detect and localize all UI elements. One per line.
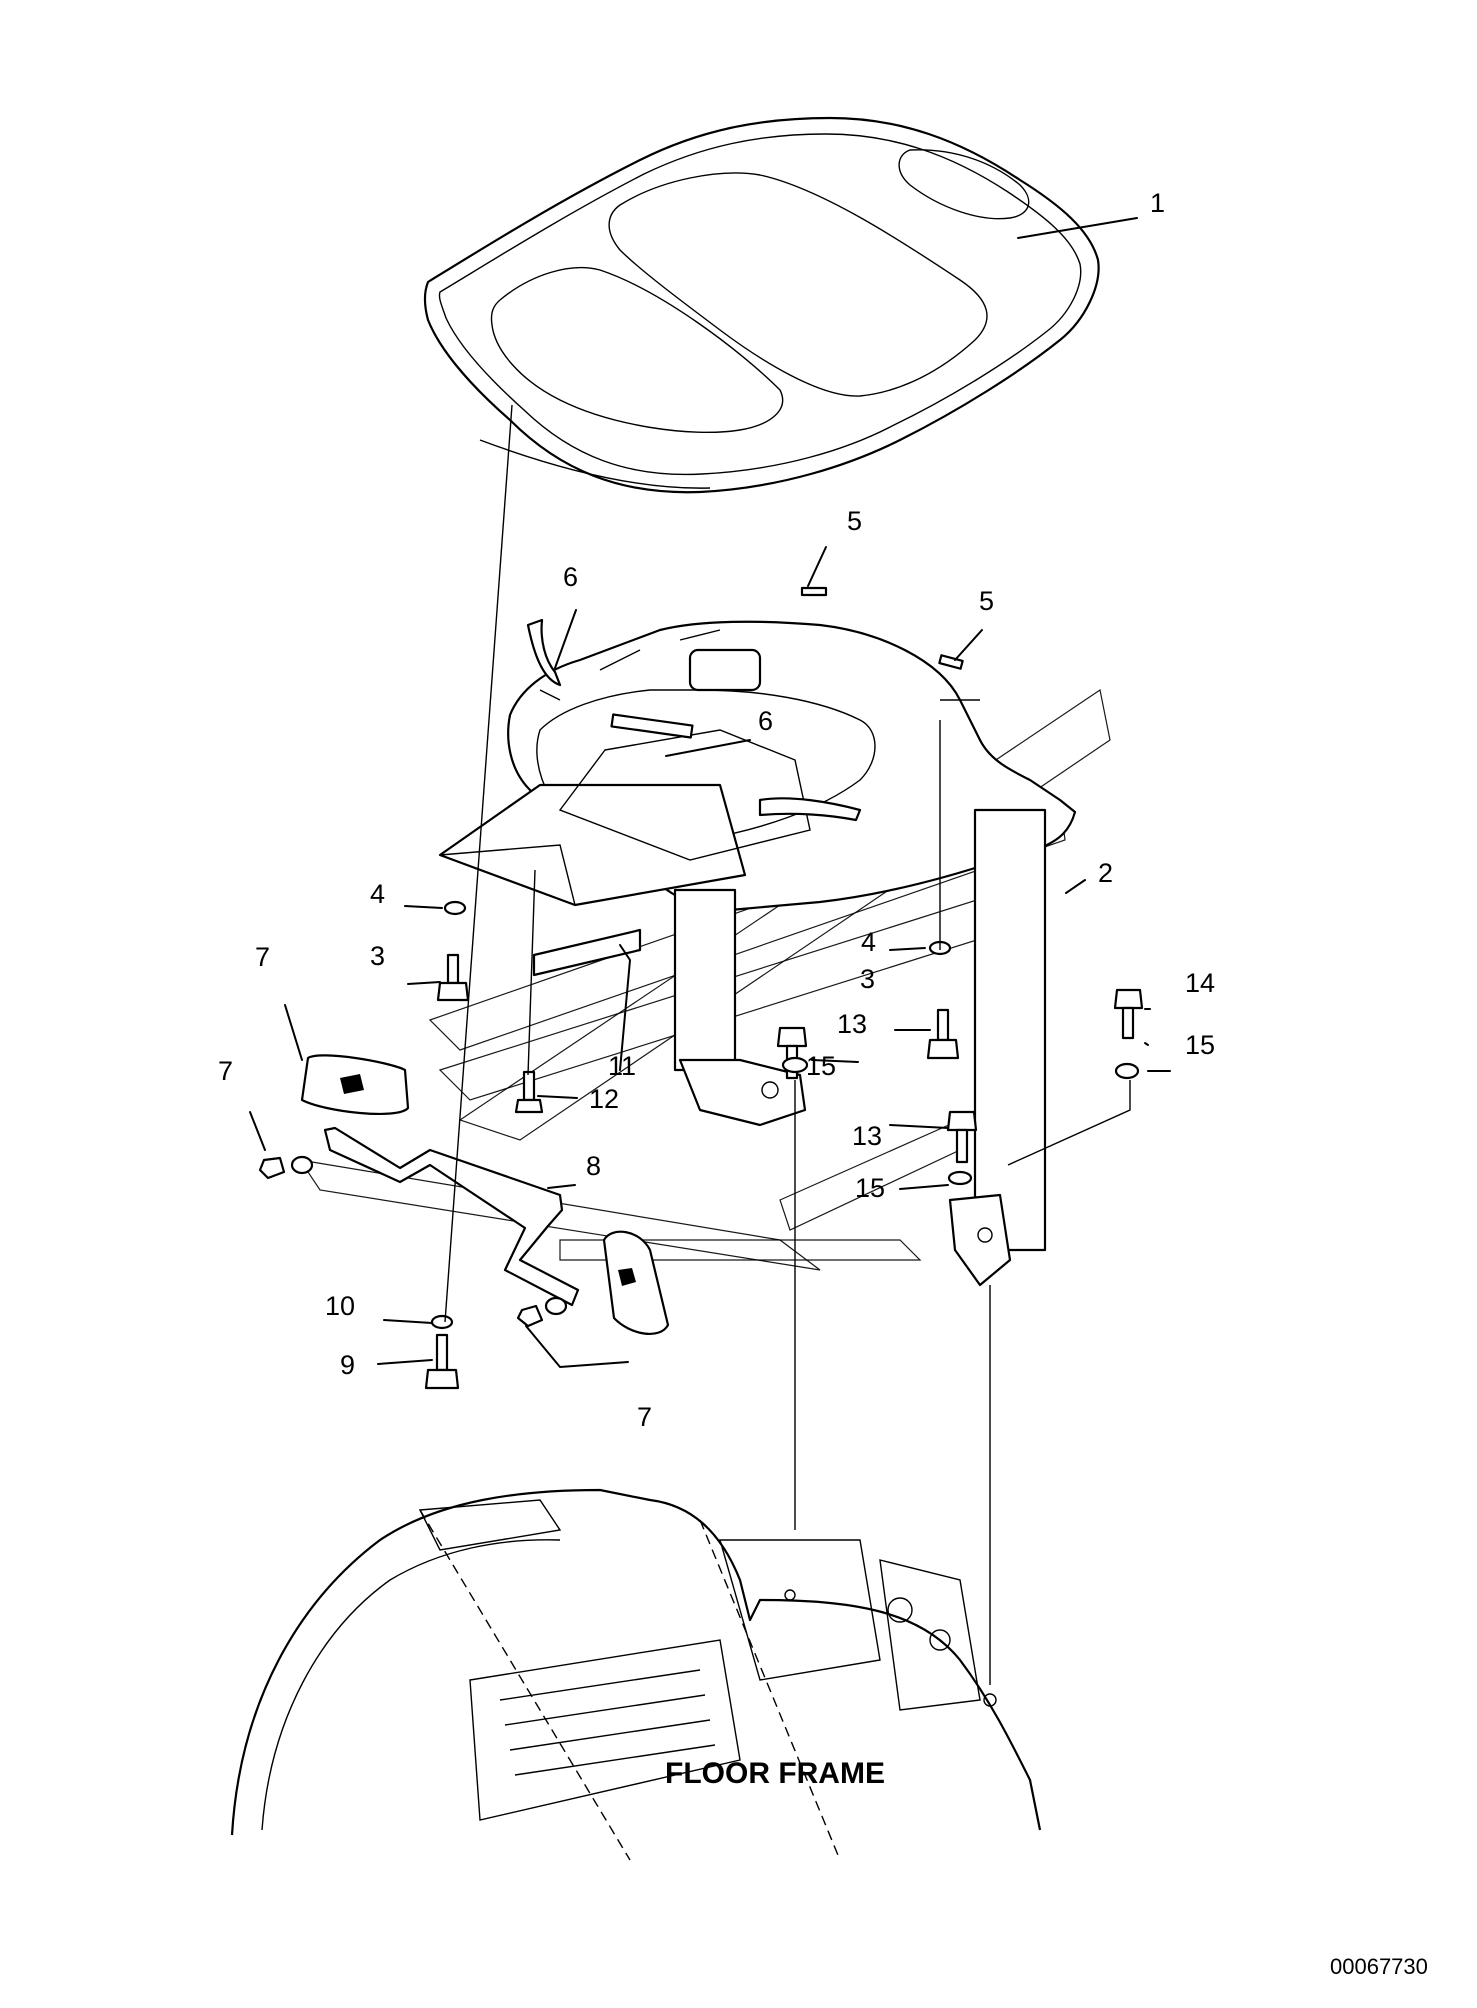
callout-1: 1 (1150, 188, 1165, 218)
floor-frame (230, 1488, 1042, 1861)
callout-5-top: 5 (847, 506, 862, 536)
callout-7-mirror: 7 (255, 942, 270, 972)
washer-15c (1114, 1062, 1140, 1080)
leader-lines (249, 217, 1171, 1685)
mirror-7a (300, 1054, 410, 1116)
callout-7-bottom: 7 (637, 1402, 652, 1432)
bolt-3a (436, 953, 470, 1002)
bolt-13b (946, 1110, 978, 1164)
callout-3-right: 3 (860, 964, 875, 994)
floor-frame-label: FLOOR FRAME (665, 1757, 885, 1790)
callout-4-left: 4 (370, 879, 385, 909)
callout-11: 11 (608, 1051, 636, 1081)
callout-10: 10 (325, 1291, 355, 1321)
callout-15-mid: 15 (806, 1051, 836, 1081)
callout-13-lower: 13 (852, 1121, 882, 1151)
mirror-7c (602, 1230, 670, 1335)
pad-6b (610, 713, 694, 739)
washer-4a (443, 900, 467, 916)
nut-washer-7d (516, 1296, 568, 1328)
callout-9: 9 (340, 1350, 355, 1380)
bolt-9 (424, 1333, 460, 1390)
document-number: 00067730 (1330, 1954, 1428, 1979)
bolt-12 (514, 1070, 544, 1114)
callout-13-upper: 13 (837, 1009, 867, 1039)
nut-washer-7b (258, 1155, 314, 1180)
callout-7-nut: 7 (218, 1056, 233, 1086)
pad-6c (758, 797, 862, 822)
callout-2: 2 (1098, 858, 1113, 888)
callout-6-top: 6 (563, 562, 578, 592)
callout-15-right: 15 (1185, 1030, 1215, 1060)
pad-6a (526, 618, 562, 687)
plate-11 (532, 928, 642, 977)
callout-5-right: 5 (979, 586, 994, 616)
callout-8: 8 (586, 1151, 601, 1181)
seat-cushion (423, 116, 1100, 494)
callout-3-left: 3 (370, 941, 385, 971)
washer-10 (430, 1314, 454, 1330)
bolt-14 (1113, 988, 1144, 1040)
washer-15a (781, 1056, 809, 1074)
seat-frame (438, 620, 1077, 1287)
callout-12: 12 (589, 1084, 619, 1114)
bolt-3b (926, 1008, 960, 1060)
washer-15b (947, 1170, 973, 1186)
bracket-8 (323, 1126, 580, 1307)
decal-5a (800, 586, 828, 597)
callouts: 1 5 5 6 6 2 4 3 7 11 4 3 13 14 15 15 12 … (218, 188, 1215, 1432)
callout-15-lower: 15 (855, 1173, 885, 1203)
callout-6-mid: 6 (758, 706, 773, 736)
callout-4-right: 4 (861, 927, 876, 957)
decal-5b (938, 654, 964, 670)
callout-14: 14 (1185, 968, 1215, 998)
